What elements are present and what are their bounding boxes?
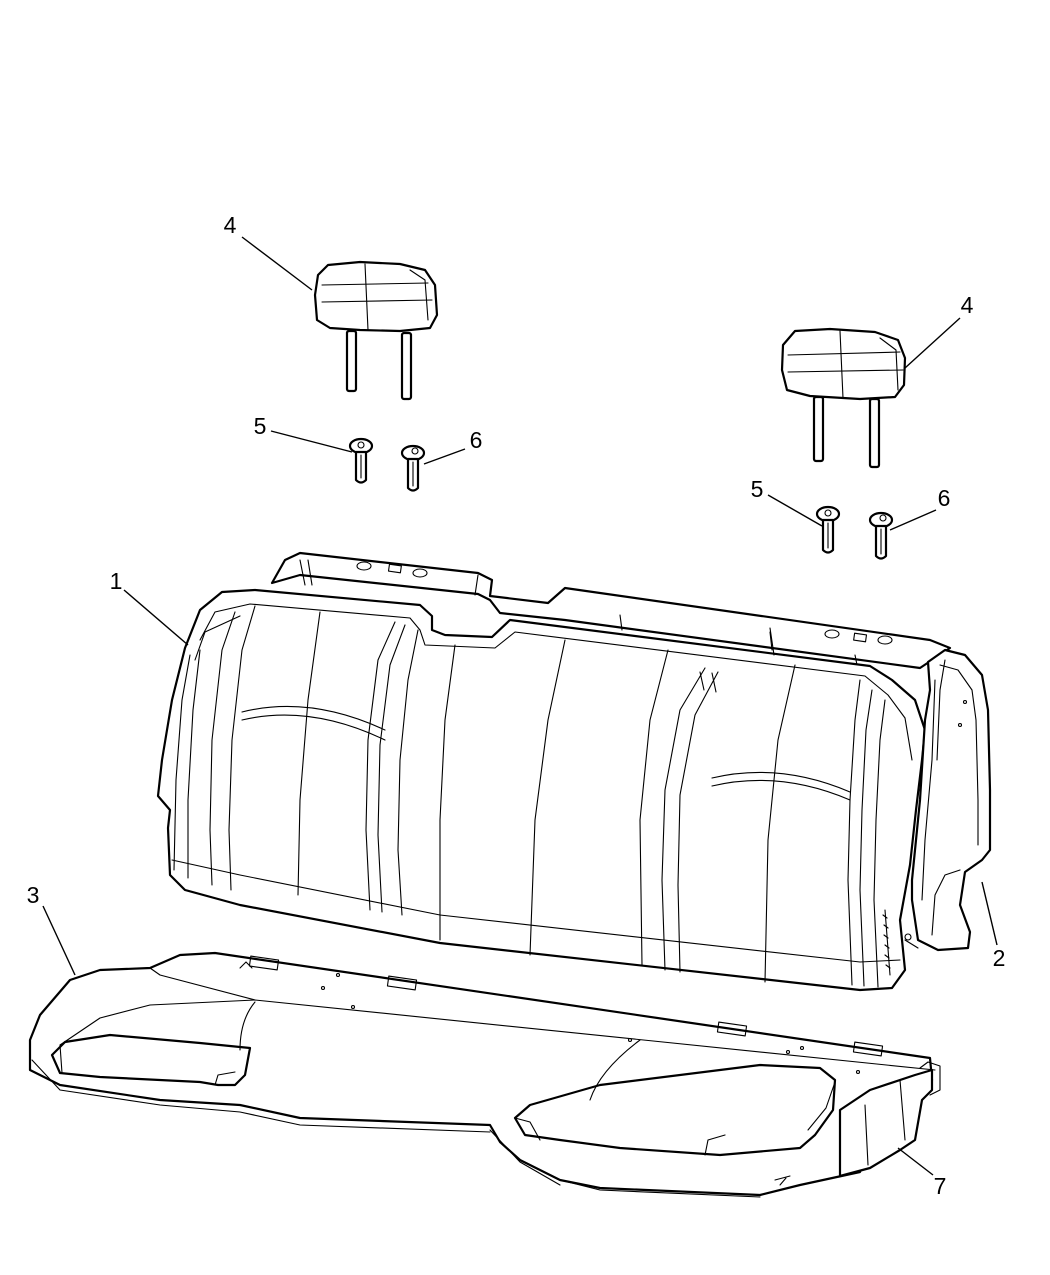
callout-labels: 4 4 5 6 5 6 1 3 2 7: [27, 212, 1006, 1199]
headrest-guide-right-6: [868, 511, 894, 560]
headrest-guide-right-5: [815, 505, 841, 554]
headrest-guide-left-5: [348, 437, 374, 484]
callout-6-left: 6: [470, 427, 483, 453]
leader-lines: [42, 236, 998, 1176]
headrest-right: [780, 327, 907, 469]
callout-5-right: 5: [751, 476, 764, 502]
side-bolster-panel: [904, 648, 992, 952]
callout-7: 7: [934, 1173, 947, 1199]
callout-5-left: 5: [254, 413, 267, 439]
callout-3: 3: [27, 882, 40, 908]
callout-4-right: 4: [961, 292, 974, 318]
headrest-left: [313, 260, 439, 401]
callout-1: 1: [110, 568, 123, 594]
callout-4-left: 4: [224, 212, 237, 238]
callout-2: 2: [993, 945, 1006, 971]
seat-cushion: [28, 951, 941, 1198]
seat-back-cushion: [156, 551, 952, 992]
callout-6-right: 6: [938, 485, 951, 511]
headrest-guide-left-6: [400, 444, 426, 492]
